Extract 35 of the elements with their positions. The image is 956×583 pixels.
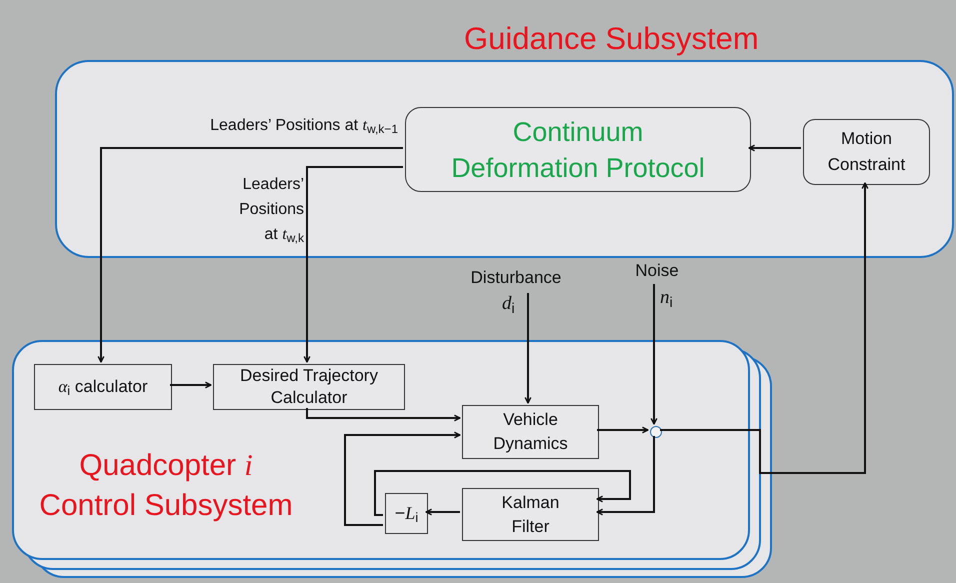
box-label: Kalman Filter <box>500 492 560 538</box>
panel-title: Quadcopter i Control Subsystem <box>38 448 294 524</box>
process-box <box>213 364 405 410</box>
arrow <box>650 284 658 425</box>
box-label: Motion Constraint <box>826 128 906 176</box>
process-box <box>462 405 599 459</box>
signal-symbol: n$_{i}$ <box>660 286 673 312</box>
process-box <box>34 364 172 410</box>
arrow <box>170 382 212 388</box>
box-label: α$_{i}$ calculator <box>58 376 148 400</box>
process-box <box>405 107 751 192</box>
arrow <box>306 408 461 422</box>
process-box <box>462 488 599 541</box>
subsystem-panel <box>12 340 750 560</box>
box-label: Vehicle Dynamics <box>492 409 569 455</box>
box-label: Continuum Deformation Protocol <box>450 116 706 184</box>
arrow <box>524 293 532 404</box>
gain-box <box>385 493 428 534</box>
process-box <box>803 119 930 185</box>
arrow <box>344 432 461 526</box>
arrow <box>597 426 649 434</box>
signal-symbol: d$_{i}$ <box>502 292 515 318</box>
arrow <box>748 144 801 152</box>
arrow <box>98 147 403 363</box>
arrow <box>660 182 868 474</box>
input-label: Disturbance <box>470 267 562 290</box>
arrow <box>374 470 631 516</box>
sum-junction <box>650 426 662 438</box>
panel-title: Guidance Subsystem <box>464 20 759 58</box>
arrow <box>304 166 403 363</box>
box-label: Desired Trajectory Calculator <box>239 365 379 409</box>
box-label: −L$_{i}$ <box>394 502 418 527</box>
arrow <box>596 436 655 516</box>
arrow <box>425 508 460 516</box>
input-label: Noise <box>635 260 679 282</box>
